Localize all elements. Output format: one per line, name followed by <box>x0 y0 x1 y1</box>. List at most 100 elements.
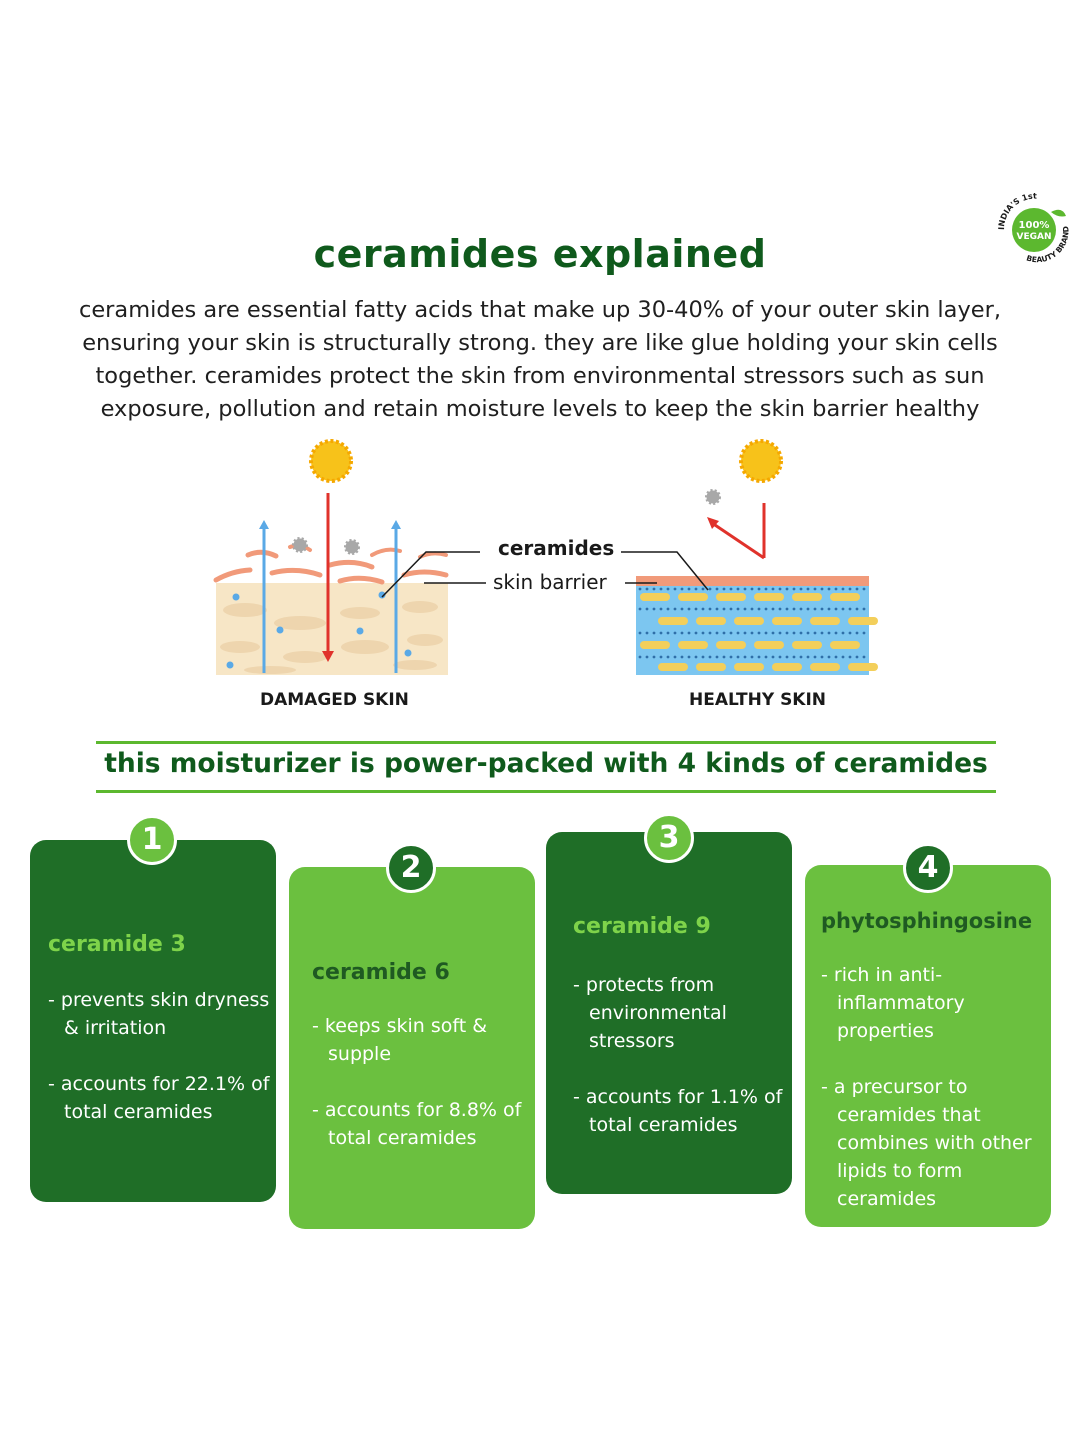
badge-center-line2: VEGAN <box>1017 232 1052 242</box>
lipid-cell <box>734 663 764 671</box>
ceramide-dot <box>715 607 719 611</box>
ceramide-dot <box>743 607 747 611</box>
skin-diagram-svg <box>213 439 878 675</box>
ceramide-dot <box>848 587 852 591</box>
lipid-cell <box>658 663 688 671</box>
ceramide-dot <box>645 631 649 635</box>
ceramide-dot <box>722 631 726 635</box>
ceramide-dot <box>750 587 754 591</box>
lipid-cell <box>696 663 726 671</box>
card-title: phytosphingosine <box>821 909 1033 933</box>
ceramide-dot <box>652 607 656 611</box>
ceramide-dot <box>722 655 726 659</box>
lipid-cell <box>754 641 784 649</box>
ceramide-dot <box>750 655 754 659</box>
ceramide-dot <box>743 587 747 591</box>
ceramide-dot <box>743 631 747 635</box>
ceramide-dot <box>729 587 733 591</box>
lipid-cell <box>734 617 764 625</box>
ceramide-dot <box>743 655 747 659</box>
ceramide-dot <box>645 655 649 659</box>
lipid-cell <box>754 593 784 601</box>
ceramide-dot <box>722 587 726 591</box>
ceramide-dot <box>673 607 677 611</box>
badge-center-line1: 100% <box>1019 220 1050 231</box>
ceramide-dot <box>799 607 803 611</box>
ceramide-dot <box>736 607 740 611</box>
ceramide-dot <box>673 631 677 635</box>
ceramide-dot <box>729 607 733 611</box>
card-number-badge-3: 3 <box>644 813 694 863</box>
ceramide-card-4: phytosphingosine - rich in anti-inflamma… <box>805 865 1051 1227</box>
ceramide-dot <box>834 587 838 591</box>
ceramide-dot <box>841 587 845 591</box>
ceramide-dot <box>652 631 656 635</box>
ceramide-dot <box>708 631 712 635</box>
ceramide-dot <box>750 607 754 611</box>
ceramide-dot <box>848 607 852 611</box>
card-title: ceramide 9 <box>573 914 711 939</box>
ceramide-dot <box>848 631 852 635</box>
card-number-badge-2: 2 <box>386 843 436 893</box>
ceramide-dot <box>813 655 817 659</box>
healthy-skin-illustration <box>636 439 878 675</box>
ceramide-dot <box>792 607 796 611</box>
ceramide-dot <box>715 631 719 635</box>
ceramide-dot <box>827 655 831 659</box>
badge-circle <box>1012 208 1056 252</box>
lipid-cell <box>716 641 746 649</box>
lipid-cell <box>658 617 688 625</box>
lipid-cell <box>716 593 746 601</box>
ceramide-dot <box>666 587 670 591</box>
card-bullet: - accounts for 8.8% of total ceramides <box>312 1099 522 1149</box>
ceramide-dot <box>813 631 817 635</box>
ceramide-dot <box>750 631 754 635</box>
ceramide-card-2: ceramide 6 - keeps skin soft & supple - … <box>289 867 535 1229</box>
lipid-cell <box>640 593 670 601</box>
ceramide-dot <box>785 607 789 611</box>
ceramide-dot <box>680 631 684 635</box>
ceramide-dot <box>827 607 831 611</box>
ceramide-dot <box>862 587 866 591</box>
lipid-cell <box>792 593 822 601</box>
ceramide-dot <box>813 607 817 611</box>
card-bullet: - accounts for 22.1% of total ceramides <box>48 1073 270 1123</box>
lipid-cell <box>830 641 860 649</box>
ceramide-dot <box>652 587 656 591</box>
ceramide-dot <box>827 631 831 635</box>
ceramide-dot <box>757 655 761 659</box>
ceramide-dot <box>771 631 775 635</box>
ceramide-dot <box>862 607 866 611</box>
card-number-badge-1: 1 <box>127 815 177 865</box>
ceramide-dot <box>701 655 705 659</box>
card-bullet: - prevents skin dryness & irritation <box>48 989 270 1039</box>
ceramide-dot <box>638 655 642 659</box>
ceramide-dot <box>701 631 705 635</box>
ceramide-dot <box>645 587 649 591</box>
ceramide-dot <box>736 587 740 591</box>
ceramide-dot <box>764 655 768 659</box>
ceramide-dot <box>645 607 649 611</box>
ceramide-dot <box>792 631 796 635</box>
label-leader-lines <box>381 551 709 598</box>
ceramide-dot <box>673 655 677 659</box>
ceramide-dot <box>708 655 712 659</box>
lipid-cell <box>810 663 840 671</box>
ceramide-dot <box>806 607 810 611</box>
caption-damaged-skin: DAMAGED SKIN <box>260 690 409 710</box>
lipid-cell <box>830 593 860 601</box>
ceramide-dot <box>785 587 789 591</box>
ceramide-dot <box>694 607 698 611</box>
intro-paragraph: ceramides are essential fatty acids that… <box>78 297 1002 422</box>
ceramide-dot <box>834 607 838 611</box>
card-title: ceramide 6 <box>312 960 450 985</box>
lipid-cell <box>640 641 670 649</box>
card-bullet: - keeps skin soft & supple <box>312 1015 488 1065</box>
ceramide-dot <box>771 655 775 659</box>
ceramide-dot <box>638 607 642 611</box>
ceramide-dot <box>701 607 705 611</box>
ceramide-dot <box>855 655 859 659</box>
ceramide-dot <box>687 587 691 591</box>
ceramide-dot <box>778 655 782 659</box>
ceramide-dot <box>666 655 670 659</box>
